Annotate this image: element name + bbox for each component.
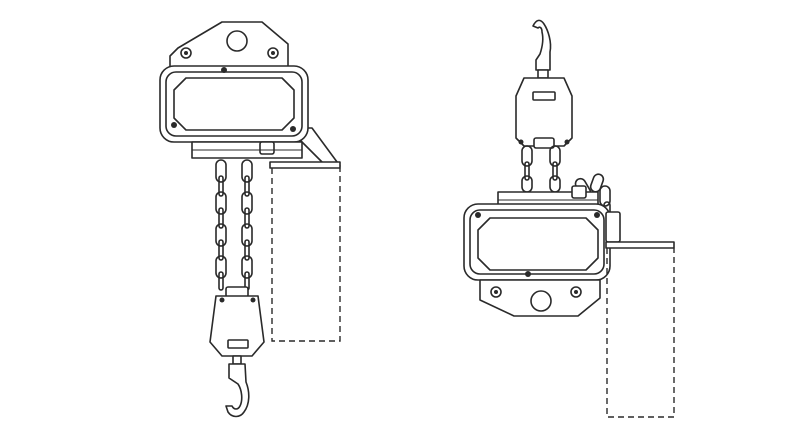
hoist-view-inverted: [463, 19, 675, 418]
hook-inverted: [532, 19, 552, 79]
guide-arm: [269, 161, 341, 169]
housing-screw-right: [290, 126, 296, 132]
housing-screw-top: [221, 67, 227, 73]
side-bracket-inverted: [605, 211, 621, 243]
lug-eye: [226, 30, 248, 52]
chain-guide: [259, 141, 275, 155]
lug-eye-inverted: [530, 290, 552, 312]
load-chain-left-inverted: [521, 145, 533, 193]
chain-guide-inverted: [571, 185, 587, 199]
housing-panel: [173, 77, 295, 131]
load-chain-left: [215, 159, 227, 291]
load-chain-right-inverted: [549, 145, 561, 193]
chain-bag-inverted: [606, 248, 675, 418]
load-chain-right: [241, 159, 253, 291]
guide-arm-inverted: [605, 241, 675, 249]
hook-block: [209, 286, 265, 357]
housing-screw-left: [171, 122, 177, 128]
hook: [225, 355, 250, 418]
hook-block-inverted: [515, 77, 573, 149]
housing-panel-inverted: [477, 217, 599, 271]
hoist-view-normal: [159, 21, 341, 418]
chain-bag: [271, 168, 341, 342]
